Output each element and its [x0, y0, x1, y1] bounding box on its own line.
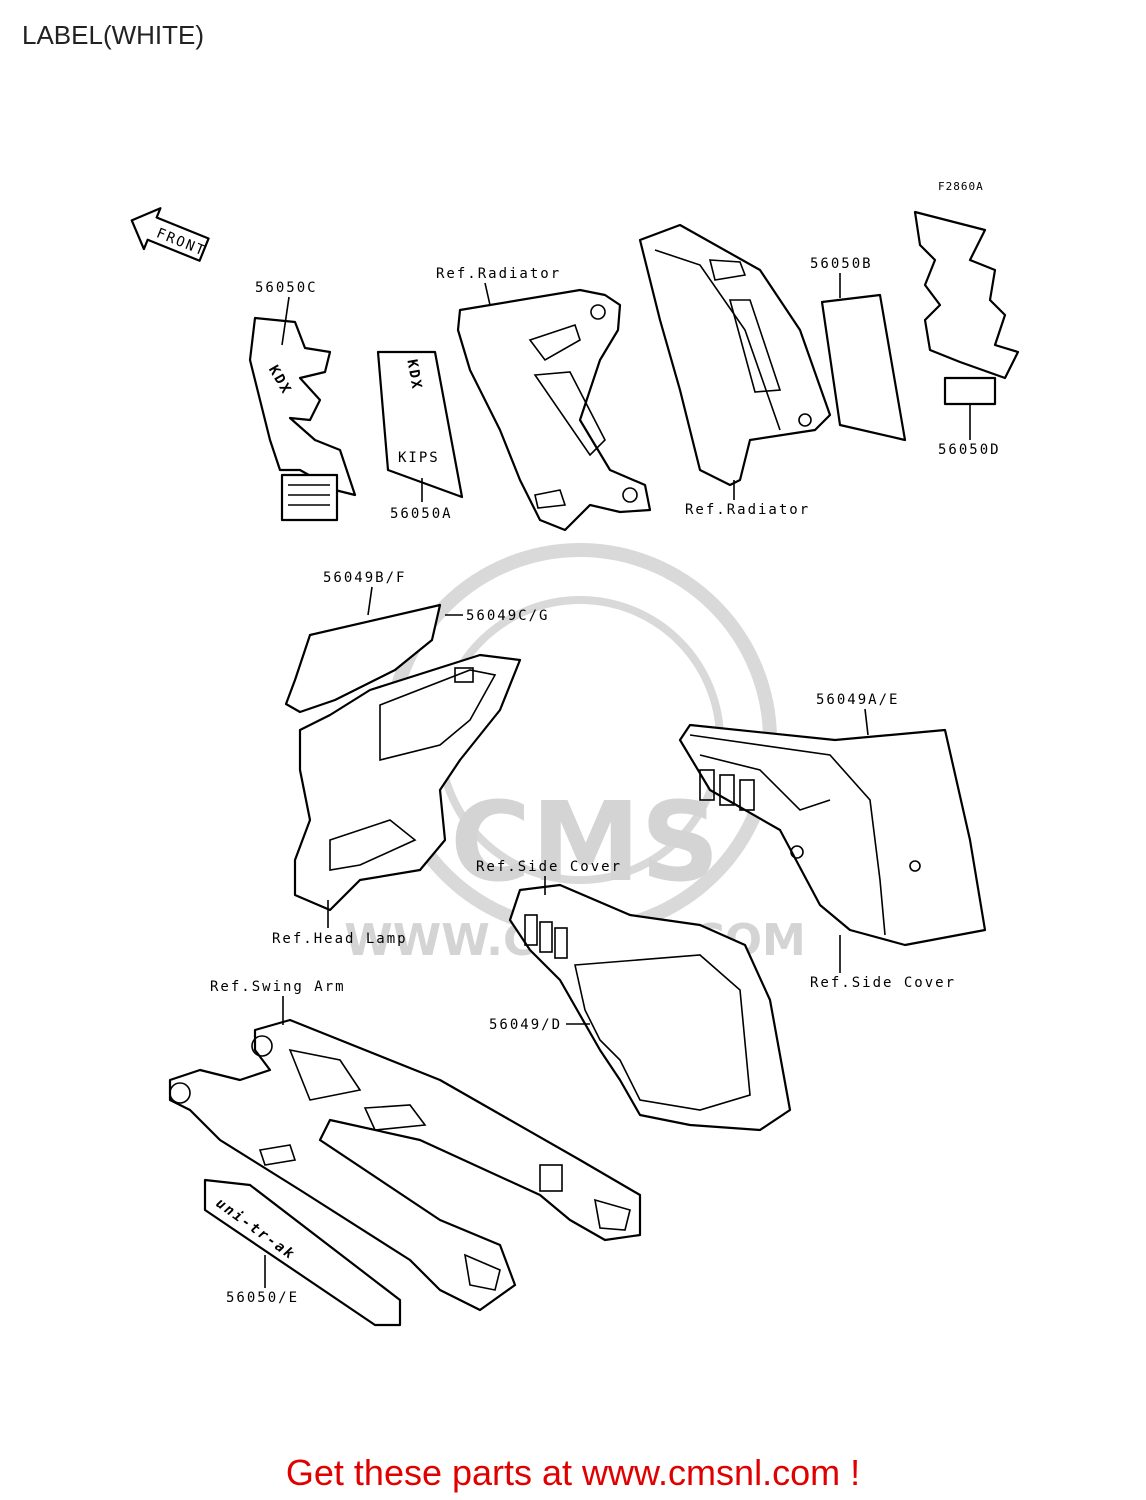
callout-ref-side-cover-2: Ref.Side Cover	[810, 975, 956, 991]
watermark-brand: CMS	[450, 778, 719, 906]
swing-arm	[168, 1018, 642, 1312]
callout-56050c: 56050C	[255, 280, 318, 296]
footer-cta: Get these parts at www.cmsnl.com !	[285, 1452, 861, 1493]
callout-ref-radiator-2: Ref.Radiator	[685, 502, 810, 518]
decal-56050c: KDX	[248, 316, 357, 522]
head-lamp-cover	[293, 653, 522, 912]
side-cover-center	[508, 883, 792, 1132]
decal-56050d	[913, 210, 1020, 406]
callout-56050b: 56050B	[810, 256, 873, 272]
page-title: LABEL(WHITE)	[22, 20, 205, 50]
decal-56050b	[820, 293, 907, 442]
callout-56050d: 56050D	[938, 442, 1001, 458]
side-cover-right	[678, 723, 987, 947]
callout-56050a: 56050A	[390, 506, 453, 522]
callout-56049cg: 56049C/G	[466, 608, 549, 624]
callout-56050e: 56050/E	[226, 1290, 299, 1306]
figure-code: F2860A	[938, 180, 984, 193]
decal-kips-text: KIPS	[398, 450, 440, 466]
radiator-shroud-right	[638, 223, 832, 487]
callout-ref-side-cover-1: Ref.Side Cover	[476, 859, 622, 875]
callout-ref-radiator-1: Ref.Radiator	[436, 266, 561, 282]
callout-56049bf: 56049B/F	[323, 570, 406, 586]
callout-56049ae: 56049A/E	[816, 692, 899, 708]
callout-ref-head-lamp: Ref.Head Lamp	[272, 931, 408, 947]
front-arrow-icon: FRONT	[130, 207, 210, 262]
callout-56049d: 56049/D	[489, 1017, 562, 1033]
decal-56049bf	[284, 603, 442, 714]
callout-ref-swing-arm: Ref.Swing Arm	[210, 979, 346, 995]
decal-kdx-text: KDX	[403, 358, 424, 392]
decal-56050a: KDX KIPS	[376, 350, 464, 499]
radiator-shroud-left	[456, 288, 652, 532]
